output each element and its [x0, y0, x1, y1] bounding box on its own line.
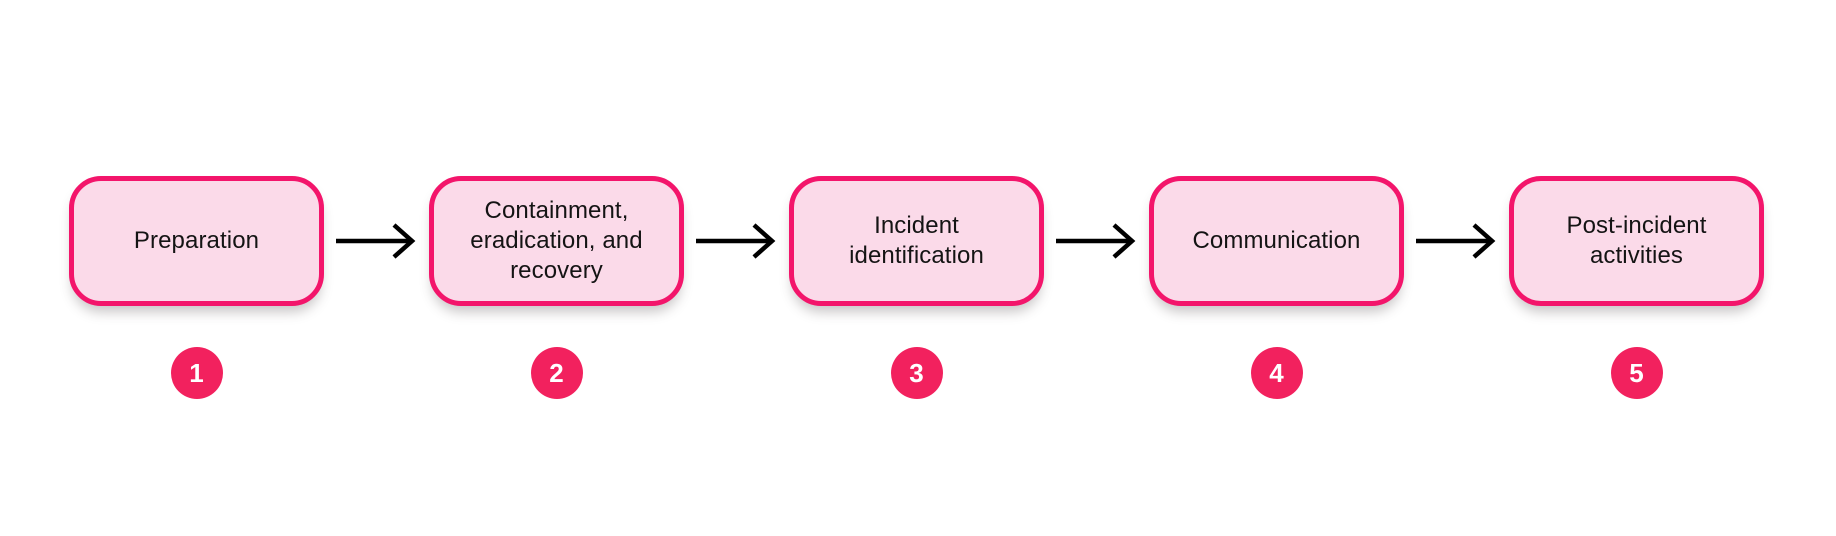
step-number-badge: 5 [1610, 347, 1663, 399]
arrow-right-icon [696, 223, 776, 259]
step-number-badge: 4 [1250, 347, 1303, 399]
arrow-right-icon [1416, 223, 1496, 259]
arrow-right-icon [336, 223, 416, 259]
stage-label: Incident identification [849, 212, 984, 269]
connector-3-4 [1044, 176, 1149, 306]
stage-box-containment-eradication-recovery: Containment, eradication, and recovery [429, 176, 684, 306]
flow-stage-3: Incident identification 3 [789, 176, 1044, 399]
flow-stage-1: Preparation 1 [69, 176, 324, 399]
stage-box-post-incident-activities: Post-incident activities [1509, 176, 1764, 306]
stage-box-communication: Communication [1149, 176, 1404, 306]
connector-4-5 [1404, 176, 1509, 306]
step-number-badge: 1 [170, 347, 223, 399]
step-number-badge: 2 [530, 347, 583, 399]
connector-1-2 [324, 176, 429, 306]
flow-stage-5: Post-incident activities 5 [1509, 176, 1764, 399]
stage-label: Communication [1192, 227, 1361, 254]
stage-label: Containment, eradication, and recovery [470, 197, 643, 284]
stage-box-preparation: Preparation [69, 176, 324, 306]
flow-stage-4: Communication 4 [1149, 176, 1404, 399]
flow-row: Preparation 1 Containment, eradication, … [69, 176, 1764, 399]
stage-label: Post-incident activities [1566, 212, 1707, 269]
stage-box-incident-identification: Incident identification [789, 176, 1044, 306]
connector-2-3 [684, 176, 789, 306]
arrow-right-icon [1056, 223, 1136, 259]
step-number-badge: 3 [890, 347, 943, 399]
stage-label: Preparation [133, 227, 260, 254]
flow-stage-2: Containment, eradication, and recovery 2 [429, 176, 684, 399]
